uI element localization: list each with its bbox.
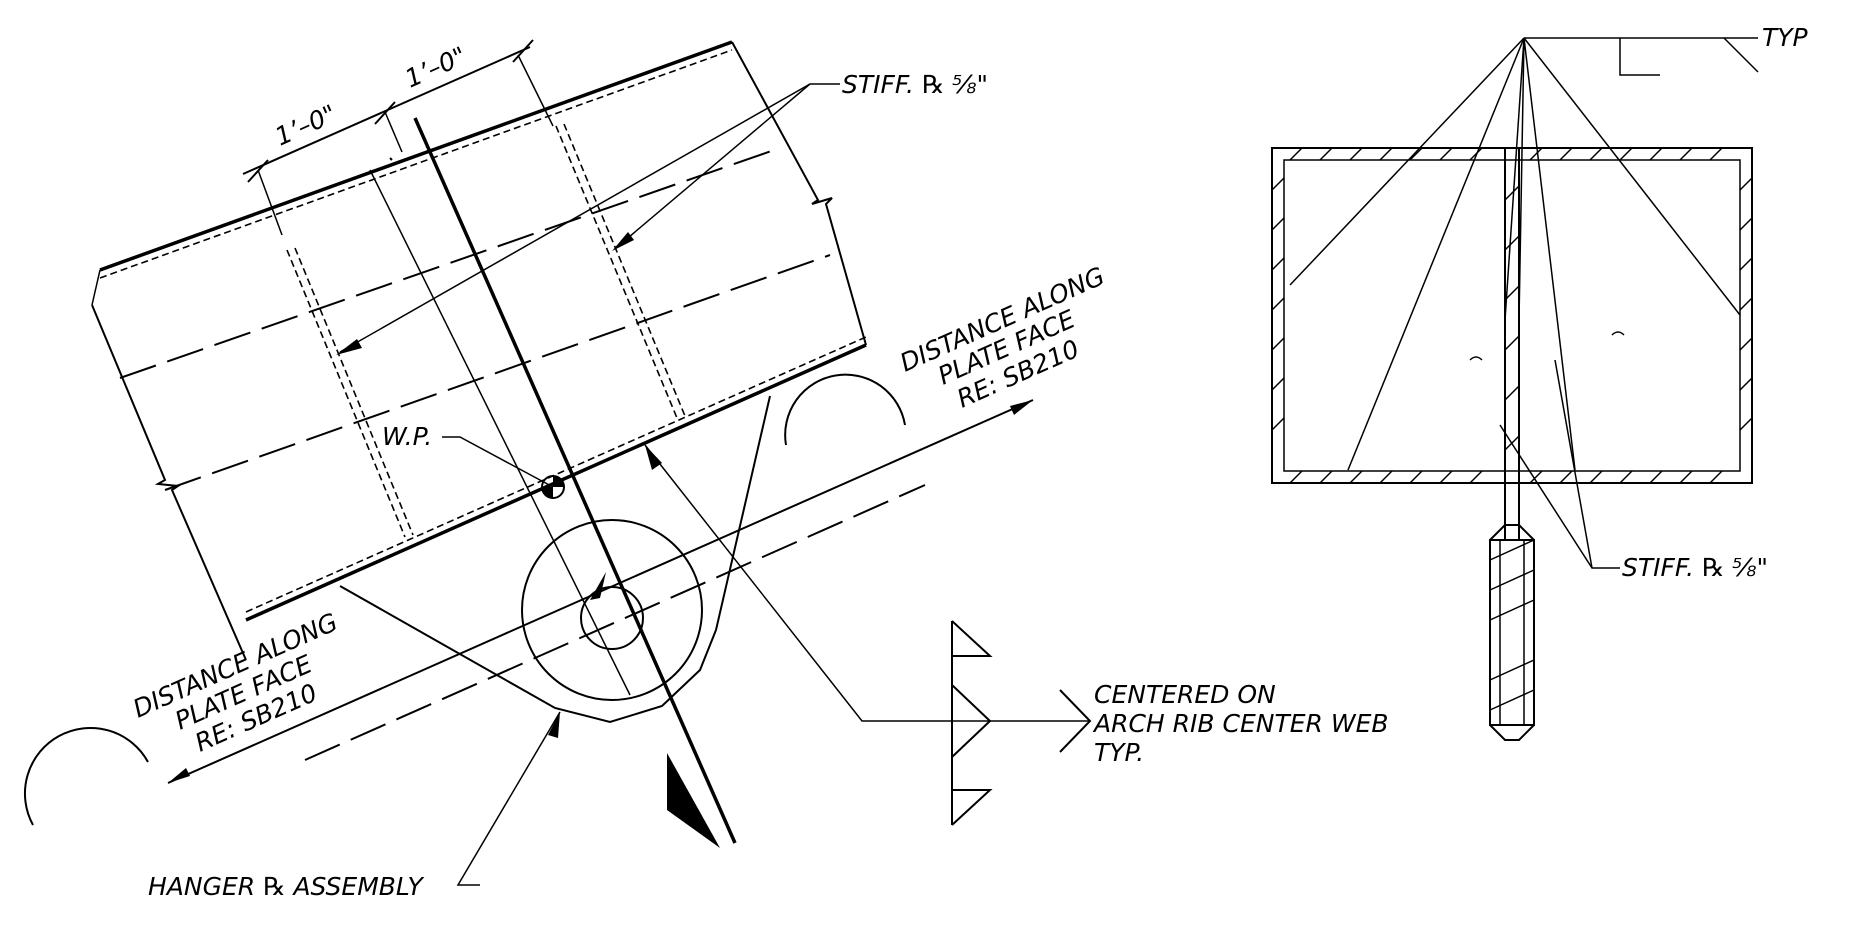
hanger-arrow bbox=[548, 712, 560, 738]
stiffener-label-right: STIFF. ℞ ⅝" bbox=[1622, 553, 1768, 582]
section-wedge-marker bbox=[667, 753, 720, 848]
weld-symbol bbox=[951, 620, 1092, 826]
web-hatch bbox=[1271, 177, 1753, 451]
stiff-arrow-1 bbox=[336, 339, 362, 355]
centered-label-2: ARCH RIB CENTER WEB bbox=[1092, 709, 1389, 738]
dimension-arrow-right bbox=[1010, 400, 1033, 415]
centered-label-1: CENTERED ON bbox=[1094, 680, 1276, 709]
stiffener-2b bbox=[563, 123, 686, 417]
hanger-assembly-label: HANGER ℞ ASSEMBLY bbox=[148, 872, 424, 901]
plate-face-dimension-line bbox=[167, 399, 1034, 784]
stiff-tick-1 bbox=[1469, 356, 1483, 361]
hanger-centerline-offset bbox=[369, 169, 631, 696]
work-point-fill-2 bbox=[542, 487, 553, 498]
hanger-tick bbox=[389, 157, 393, 161]
weld-triangle-top bbox=[951, 620, 993, 657]
bottom-flange-hatch bbox=[1289, 470, 1723, 484]
typ-leader-4 bbox=[1518, 37, 1525, 321]
top-flange-inner bbox=[99, 49, 733, 279]
rib-centerline-upper bbox=[119, 147, 781, 379]
weld-triangle-middle bbox=[951, 684, 992, 758]
arch-rib-section bbox=[1271, 37, 1759, 741]
bottom-flange-inner bbox=[245, 336, 867, 613]
typ-leader-6 bbox=[1523, 37, 1741, 316]
stiffener-2a bbox=[555, 125, 678, 419]
hanger-centerline bbox=[413, 117, 737, 844]
ext-line-1 bbox=[257, 169, 283, 236]
weld-triangle-bottom bbox=[951, 789, 993, 826]
pin-arrowhead bbox=[590, 572, 606, 600]
centered-label-3: TYP. bbox=[1094, 738, 1144, 767]
dim-tick-2 bbox=[374, 101, 396, 125]
right-break-line bbox=[731, 41, 867, 346]
dimension-arrow-left bbox=[168, 768, 190, 783]
left-break-line bbox=[91, 304, 247, 661]
stiff-leader-2 bbox=[615, 83, 811, 249]
left-break-top bbox=[91, 269, 101, 306]
box-section-outer bbox=[1271, 147, 1753, 484]
stiffener-label-left: STIFF. ℞ ⅝" bbox=[842, 70, 988, 99]
arc-symbol-left bbox=[23, 727, 149, 826]
typ-label: TYP bbox=[1762, 23, 1809, 52]
stiff-arrow-2 bbox=[612, 232, 634, 251]
typ-leader-3 bbox=[1504, 37, 1525, 321]
stiff-leader-1 bbox=[339, 83, 840, 353]
typ-leader-1 bbox=[1289, 37, 1525, 286]
hanger-plate-bottom bbox=[1489, 724, 1535, 741]
hanger-plate-hatch bbox=[1489, 539, 1535, 711]
stiff-right-leader-2 bbox=[1554, 359, 1593, 569]
typ-weld-leaders bbox=[1289, 37, 1759, 471]
hanger-plate-section bbox=[1489, 539, 1535, 726]
typ-tail bbox=[1723, 37, 1759, 73]
dimension-label-2: 1’–0" bbox=[401, 41, 471, 93]
stiffener-1a bbox=[286, 249, 406, 538]
ext-line-2 bbox=[384, 111, 403, 153]
hanger-plate-outline bbox=[339, 395, 771, 724]
arch-rib-elevation bbox=[23, 39, 1090, 886]
centered-arrow bbox=[645, 445, 662, 470]
hanger-plate-top bbox=[1489, 524, 1535, 541]
work-point-fill-1 bbox=[553, 476, 564, 487]
dimension-label-1: 1’–0" bbox=[271, 99, 341, 151]
typ-weld-flag bbox=[1619, 38, 1660, 76]
hanger-leader bbox=[456, 711, 561, 886]
arc-symbol-right bbox=[784, 373, 906, 446]
stiffener-1b bbox=[294, 247, 414, 536]
ext-line-3 bbox=[517, 54, 554, 127]
dim-tick-1 bbox=[247, 159, 269, 183]
box-section-inner bbox=[1283, 159, 1741, 472]
dim-tick-3 bbox=[512, 39, 534, 63]
stiff-tick-2 bbox=[1611, 331, 1625, 336]
typ-leader-2 bbox=[1347, 37, 1525, 471]
weld-tail bbox=[1059, 689, 1092, 753]
rib-centerline-lower bbox=[164, 254, 831, 491]
centered-leader bbox=[644, 444, 1090, 722]
plate-face-centerline bbox=[304, 484, 926, 761]
hanger-pin-plate-circle bbox=[521, 519, 703, 701]
top-flange-line bbox=[99, 40, 733, 272]
typ-leader-5 bbox=[1523, 37, 1576, 471]
work-point-label: W.P. bbox=[382, 422, 432, 451]
wp-leader bbox=[442, 436, 554, 488]
